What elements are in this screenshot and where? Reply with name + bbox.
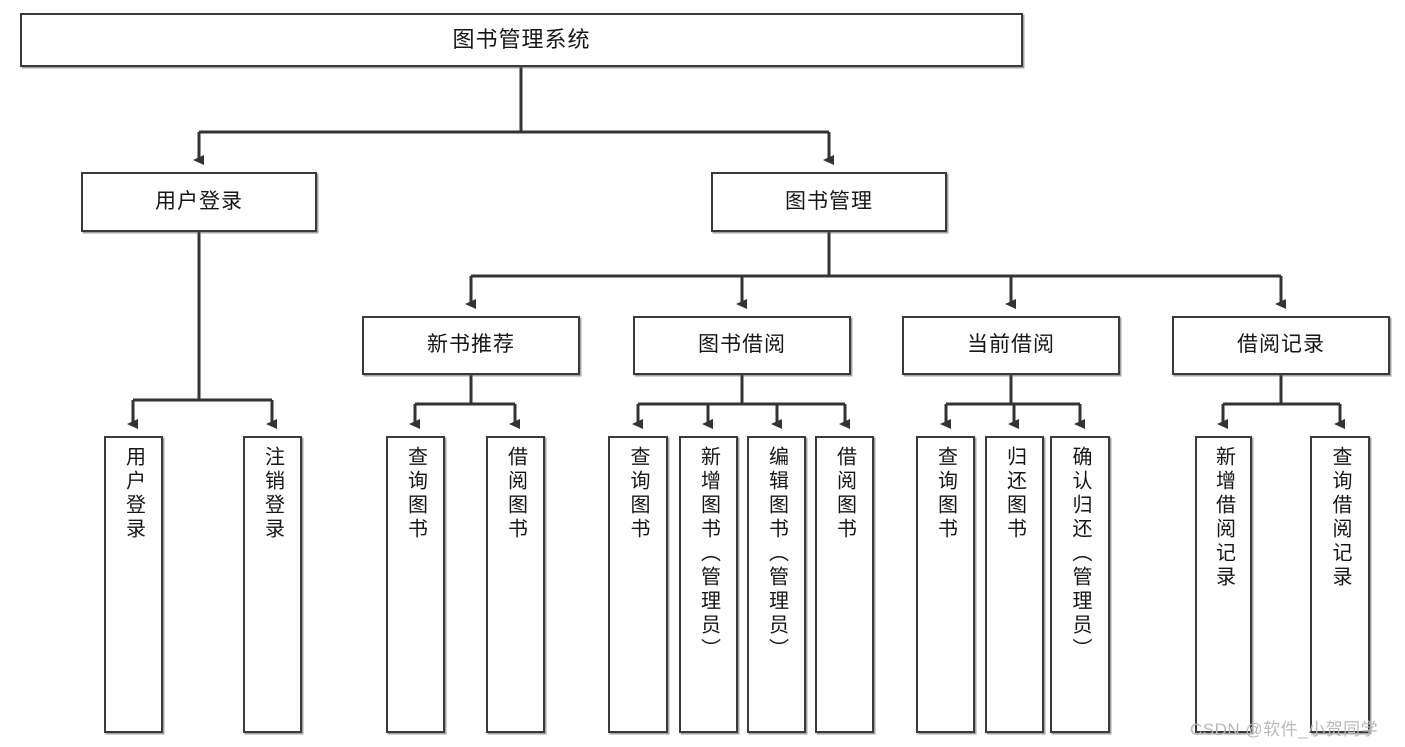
node-book-management[interactable]: 图书管理 xyxy=(711,172,947,232)
node-label: 图书管理 xyxy=(785,189,873,213)
node-label: 编辑图书（管理员） xyxy=(765,446,788,662)
leaf-current-borrow-query-book[interactable]: 查询图书 xyxy=(916,436,975,733)
node-label: 借阅图书 xyxy=(504,446,527,542)
leaf-book-borrow-query-book[interactable]: 查询图书 xyxy=(608,436,668,733)
node-label: 新书推荐 xyxy=(427,333,515,357)
node-label: 图书管理系统 xyxy=(452,27,591,53)
node-label: 新增借阅记录 xyxy=(1212,446,1235,590)
leaf-book-borrow-edit-book-admin[interactable]: 编辑图书（管理员） xyxy=(747,436,806,733)
leaf-borrow-record-add-record[interactable]: 新增借阅记录 xyxy=(1195,436,1252,733)
leaf-book-borrow-add-book-admin[interactable]: 新增图书（管理员） xyxy=(679,436,738,733)
node-user-login[interactable]: 用户登录 xyxy=(81,172,317,232)
leaf-user-login-login[interactable]: 用户登录 xyxy=(104,436,163,733)
node-new-book-recommend[interactable]: 新书推荐 xyxy=(362,316,580,375)
node-label: 查询图书 xyxy=(404,446,427,542)
node-label: 查询图书 xyxy=(627,446,649,542)
leaf-current-borrow-return-book[interactable]: 归还图书 xyxy=(985,436,1044,733)
leaf-new-book-query-book[interactable]: 查询图书 xyxy=(386,436,445,733)
node-label: 用户登录 xyxy=(155,189,243,213)
node-current-borrow[interactable]: 当前借阅 xyxy=(902,316,1120,375)
node-borrow-record[interactable]: 借阅记录 xyxy=(1172,316,1390,375)
leaf-book-borrow-borrow-book[interactable]: 借阅图书 xyxy=(815,436,874,733)
node-label: 当前借阅 xyxy=(967,333,1055,357)
node-label: 借阅记录 xyxy=(1237,333,1325,357)
node-label: 归还图书 xyxy=(1003,446,1026,542)
leaf-user-login-logout[interactable]: 注销登录 xyxy=(243,436,302,733)
node-label: 用户登录 xyxy=(122,446,145,542)
leaf-borrow-record-query-record[interactable]: 查询借阅记录 xyxy=(1310,436,1370,733)
leaf-current-borrow-confirm-return-admin[interactable]: 确认归还（管理员） xyxy=(1050,436,1110,733)
node-label: 注销登录 xyxy=(261,446,284,542)
node-label: 借阅图书 xyxy=(833,446,856,542)
node-label: 图书借阅 xyxy=(698,333,786,357)
node-label: 查询图书 xyxy=(934,446,957,542)
node-label: 确认归还（管理员） xyxy=(1069,446,1091,662)
node-book-borrow[interactable]: 图书借阅 xyxy=(633,316,851,375)
node-label: 新增图书（管理员） xyxy=(697,446,720,662)
node-root-book-management-system[interactable]: 图书管理系统 xyxy=(20,13,1023,67)
node-label: 查询借阅记录 xyxy=(1329,446,1351,590)
leaf-new-book-borrow-book[interactable]: 借阅图书 xyxy=(486,436,545,733)
csdn-watermark: CSDN @软件_小贺同学 xyxy=(1190,720,1379,739)
